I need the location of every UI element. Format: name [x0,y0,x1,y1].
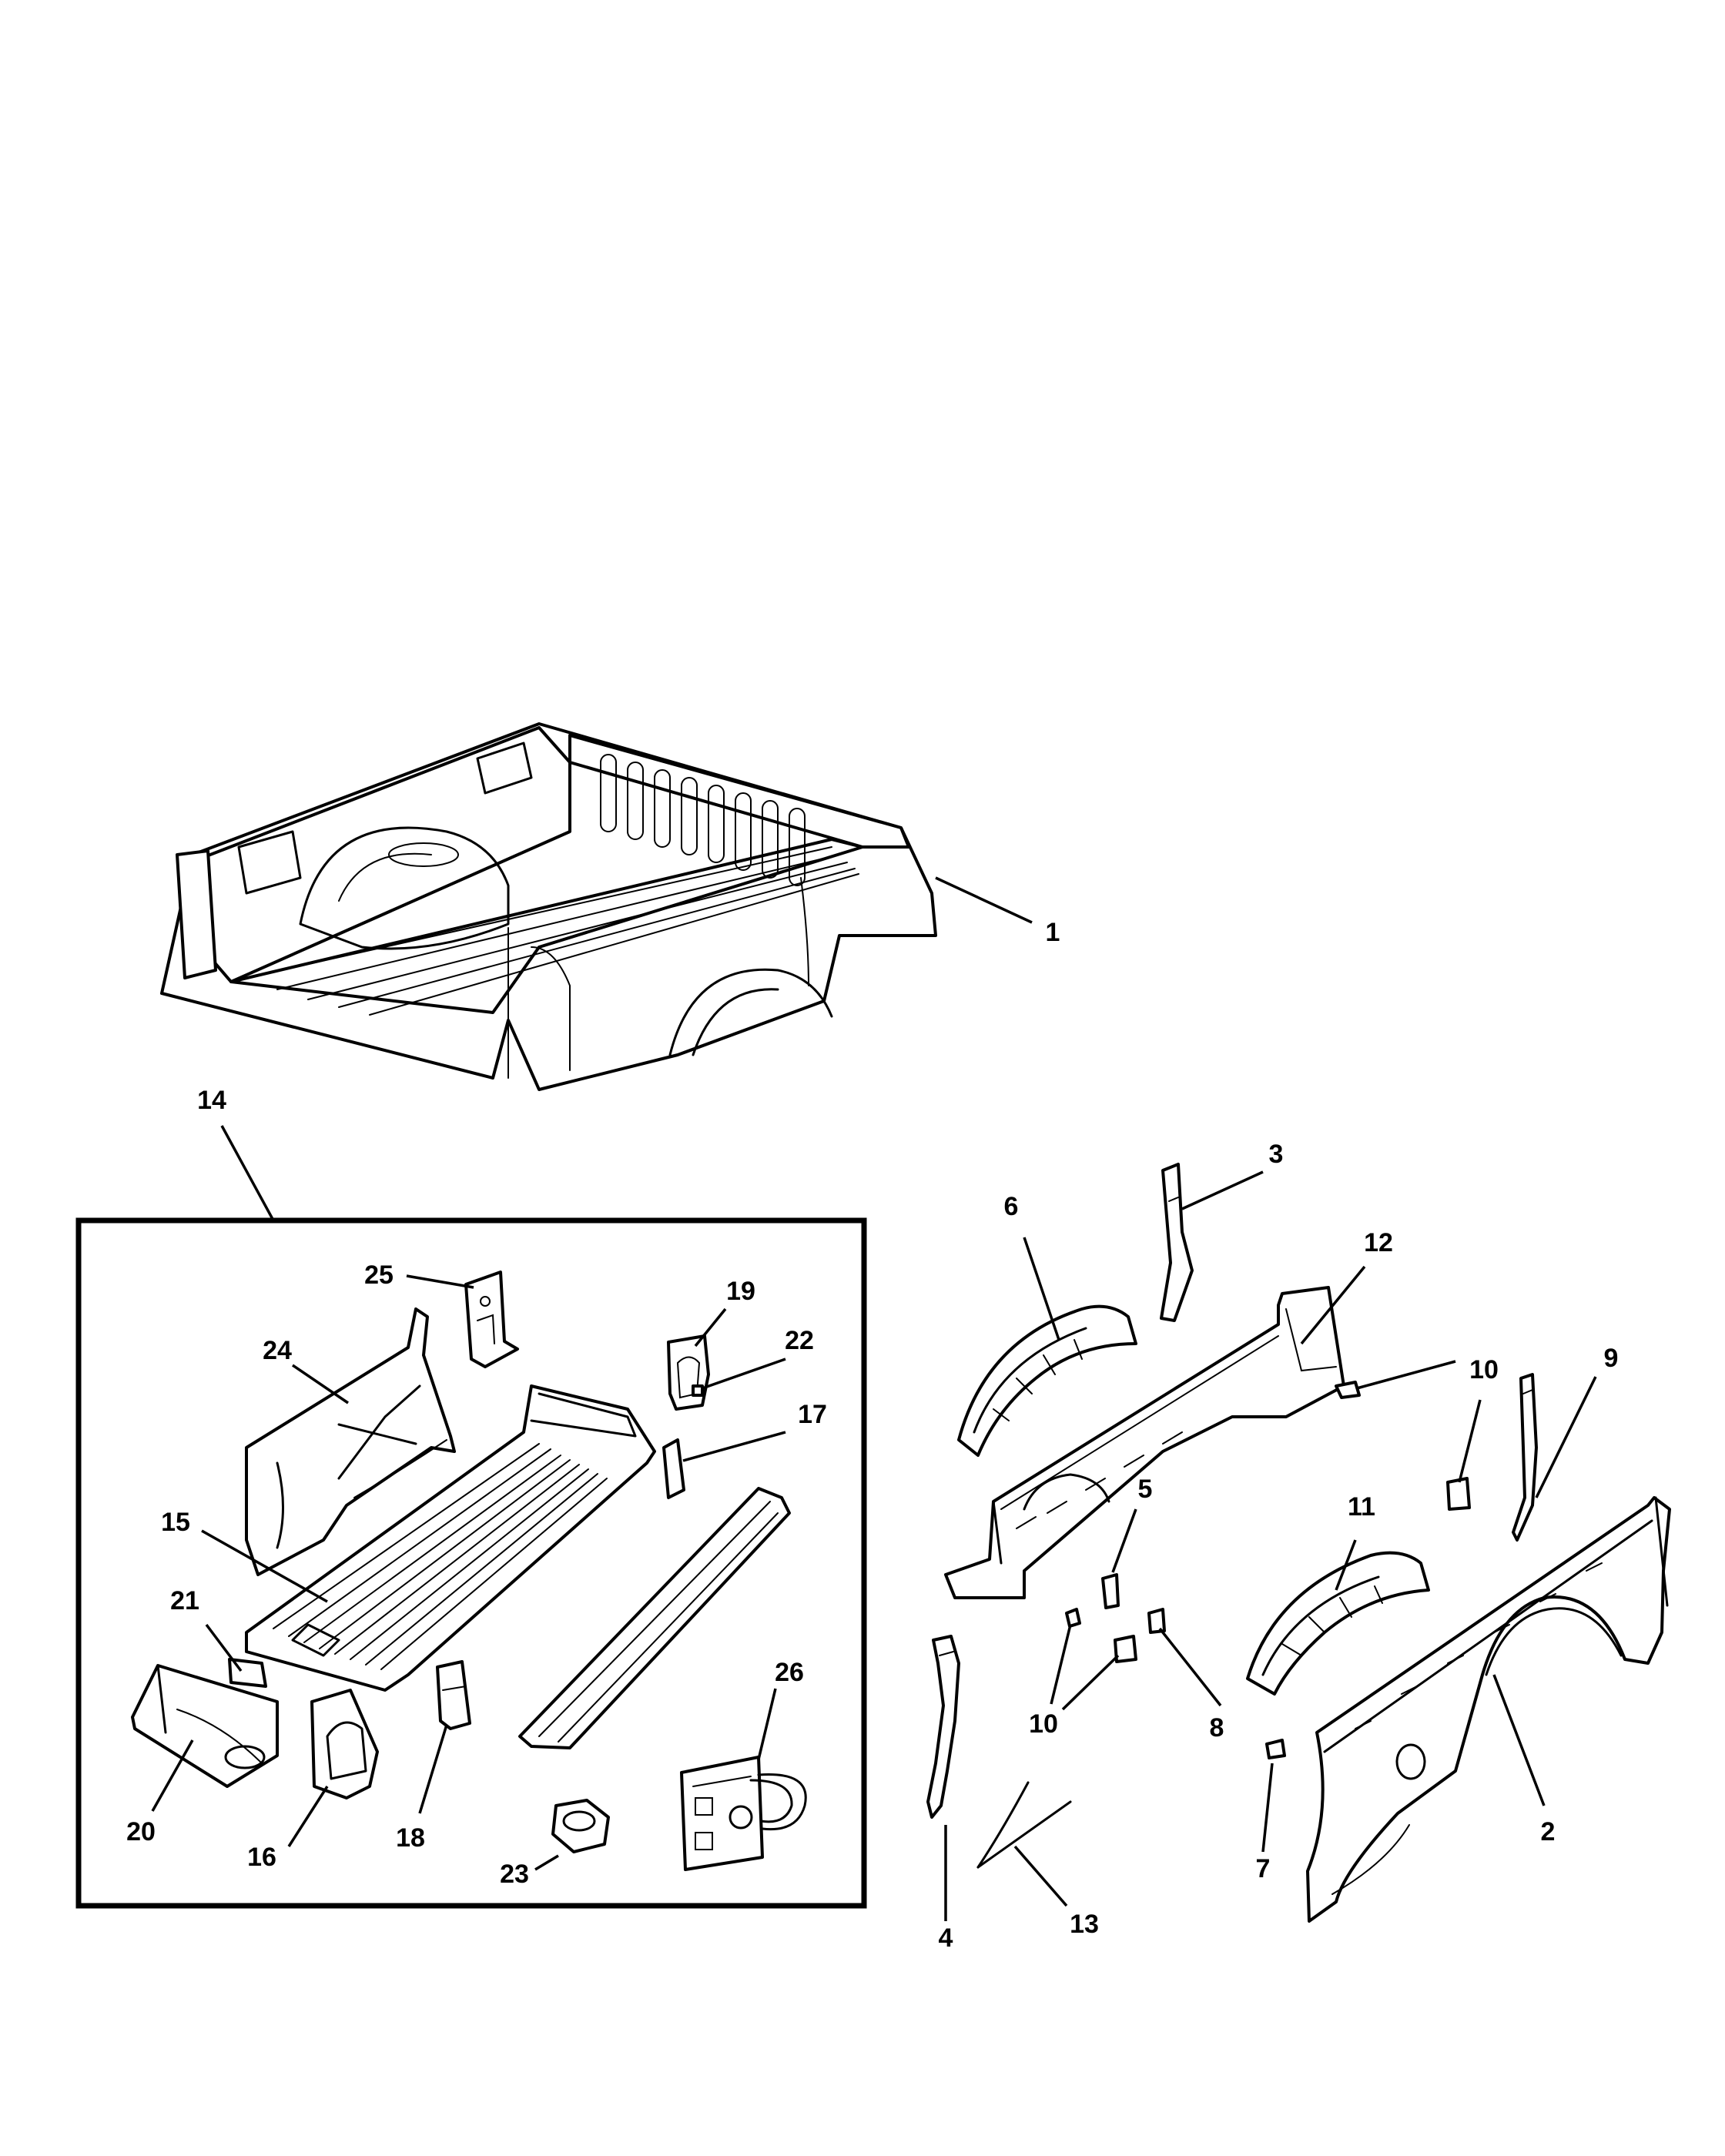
callout-15: 15 [161,1508,190,1537]
callout-9: 9 [1604,1344,1619,1373]
part-10-nut [1446,1477,1471,1511]
callout-4: 4 [939,1923,953,1953]
part-24-panel [245,1307,456,1576]
part-23-nut [551,1799,610,1853]
callout-23: 23 [500,1860,529,1889]
callout-3: 3 [1269,1140,1284,1169]
part-9-bracket [1512,1373,1538,1542]
callout-24: 24 [263,1336,292,1365]
inset-frame [75,1217,867,1909]
part-15-floor [245,1384,656,1692]
callout-16: 16 [247,1843,276,1872]
part-3-stake-pocket [1160,1163,1194,1322]
callout-19: 19 [726,1277,755,1306]
callout-10-lower: 10 [1029,1709,1058,1739]
part-10-lower-a [1065,1608,1081,1628]
callout-13: 13 [1070,1910,1099,1939]
callout-18: 18 [396,1823,425,1853]
callout-25: 25 [364,1260,394,1290]
part-2-outer-panel [1306,1496,1671,1923]
callout-2: 2 [1541,1817,1556,1846]
part-11-outer-wheelhouse [1246,1551,1430,1696]
part-17-bracket [662,1438,685,1499]
part-19-plate [667,1334,710,1411]
part-25-bracket [464,1270,519,1368]
callout-10-upper: 10 [1469,1355,1499,1384]
part-26-tiedown [680,1756,807,1871]
callout-8: 8 [1210,1713,1224,1743]
crossmember [518,1487,791,1749]
callout-6: 6 [1004,1192,1019,1221]
part-7-clip [1265,1739,1286,1759]
callout-5: 5 [1138,1475,1153,1504]
callout-17: 17 [798,1400,827,1429]
part-20-rail [131,1664,279,1788]
part-6-wheelhouse [957,1304,1137,1457]
callout-20: 20 [126,1817,156,1846]
callout-12: 12 [1364,1228,1393,1257]
callout-11: 11 [1348,1492,1375,1522]
callout-7: 7 [1256,1854,1271,1883]
part-4-bracket [926,1635,960,1819]
callout-1: 1 [1046,918,1060,947]
callout-26: 26 [775,1658,804,1687]
callout-22: 22 [785,1326,814,1355]
part-5-clip [1101,1573,1120,1609]
part-13-seal [976,1781,1072,1869]
part-16-gusset [310,1689,379,1799]
part-10-plug-upper [1335,1381,1361,1399]
part-8-clip [1147,1608,1166,1634]
pickup-box-assembly [160,722,937,1091]
part-22-clip [692,1384,704,1397]
part-10-lower-b [1114,1635,1137,1663]
part-12-inner-panel [944,1286,1345,1599]
callout-14: 14 [197,1086,226,1115]
callout-21: 21 [170,1586,199,1615]
part-18-bracket [436,1660,471,1730]
